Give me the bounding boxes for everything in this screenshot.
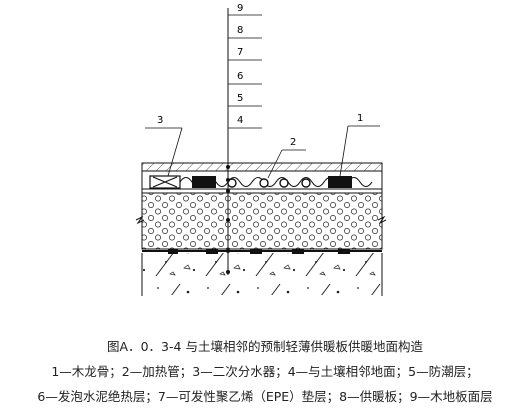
soil-blob xyxy=(292,249,304,254)
soil-blob xyxy=(338,249,350,254)
soil-blob xyxy=(168,249,178,254)
layer-label-9: 9 xyxy=(237,3,243,14)
legend-line-1: 1—木龙骨；2—加热管；3—二次分水器；4—与土壤相邻地面；5—防潮层； xyxy=(51,364,479,379)
caption-title: 图A．0．3-4 与土壤相邻的预制轻薄供暖板供暖地面构造 xyxy=(107,339,423,354)
callout-3-label: 3 xyxy=(157,115,163,126)
layer-label-5: 5 xyxy=(237,93,243,104)
layer-label-4: 4 xyxy=(237,115,243,126)
soil-blob xyxy=(250,249,262,254)
heating-pipe xyxy=(301,178,311,188)
manifold-valve-icon xyxy=(152,176,178,188)
layer-soil-ground xyxy=(142,253,382,295)
wood-joist xyxy=(328,176,352,188)
leader-dot xyxy=(226,178,230,182)
layer-epe-cushion xyxy=(141,188,383,194)
legend-line-2: 6—发泡水泥绝热层；7—可发性聚乙烯（EPE）垫层；8—供暖板；9—木地板面层 xyxy=(37,389,493,404)
wood-joist xyxy=(192,176,216,188)
heating-pipe xyxy=(279,178,289,188)
leader-dot xyxy=(226,249,230,253)
leader-dot xyxy=(226,270,230,274)
callout-2-leader xyxy=(267,149,283,179)
soil-blob xyxy=(206,249,218,254)
leader-dot xyxy=(226,165,230,169)
callout-1-leader xyxy=(339,125,349,177)
layer-label-7: 7 xyxy=(237,47,243,58)
callout-1-label: 1 xyxy=(357,113,363,124)
callout-3-leader xyxy=(167,127,183,177)
layer-wood-floor xyxy=(141,162,383,172)
break-mark-right xyxy=(377,215,387,225)
layer-foam-cement-insulation xyxy=(141,192,383,250)
layer-label-8: 8 xyxy=(237,25,243,36)
leader-dot xyxy=(226,218,230,222)
layer-label-6: 6 xyxy=(237,71,243,82)
leader-dot xyxy=(226,189,230,193)
break-mark-left xyxy=(135,215,145,225)
heating-pipe xyxy=(259,178,269,188)
callout-2-label: 2 xyxy=(290,137,296,148)
